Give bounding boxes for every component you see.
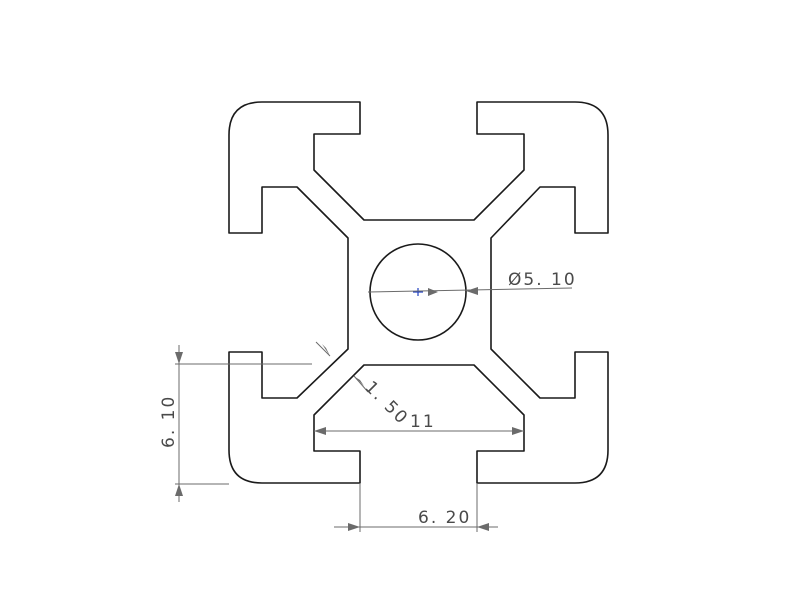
web-thickness-dimension: 1. 50	[315, 341, 412, 429]
slot-opening-dimension: 6. 20	[334, 483, 498, 532]
bore-diameter-dimension: Ø5. 10	[367, 270, 577, 296]
slot-height-label: 6. 10	[159, 395, 179, 448]
slot-width-dimension: 11	[314, 412, 524, 435]
bore-diameter-label: Ø5. 10	[508, 270, 577, 290]
center-mark	[413, 288, 423, 296]
slot-height-dimension: 6. 10	[159, 345, 312, 502]
web-thickness-label: 1. 50	[360, 377, 412, 429]
slot-width-label: 11	[410, 412, 436, 432]
slot-opening-label: 6. 20	[418, 508, 471, 528]
